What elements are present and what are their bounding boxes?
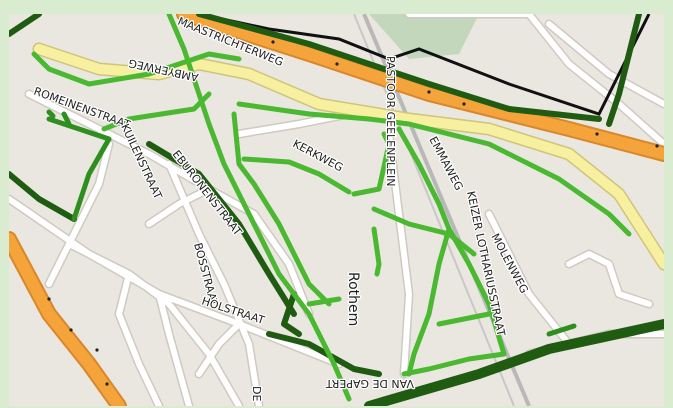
label-emmaweg: EMMAWEG xyxy=(426,134,465,192)
park-area xyxy=(369,14,479,59)
label-van-de-gapert: VAN DE GAPERT xyxy=(326,377,414,390)
route-mid xyxy=(46,109,577,337)
place-label-rothem: Rothem xyxy=(345,272,361,326)
secondary-roads xyxy=(32,42,664,271)
minor-roads xyxy=(9,14,664,406)
route-light xyxy=(31,14,632,402)
label-pastoor-geelenplein: PASTOOR GEELENPLEIN xyxy=(384,56,397,187)
route-dark-thick xyxy=(364,319,664,406)
label-kerkweg: KERKWEG xyxy=(291,137,346,174)
map-canvas[interactable]: MAASTRICHTERWEG AMBYERWEG PASTOOR GEELEN… xyxy=(9,14,664,406)
road-markers xyxy=(47,40,659,386)
boundary-line xyxy=(198,14,651,116)
map-view[interactable]: MAASTRICHTERWEG AMBYERWEG PASTOOR GEELEN… xyxy=(9,14,664,406)
label-de-partial: DE xyxy=(250,386,263,401)
primary-roads xyxy=(9,14,664,406)
